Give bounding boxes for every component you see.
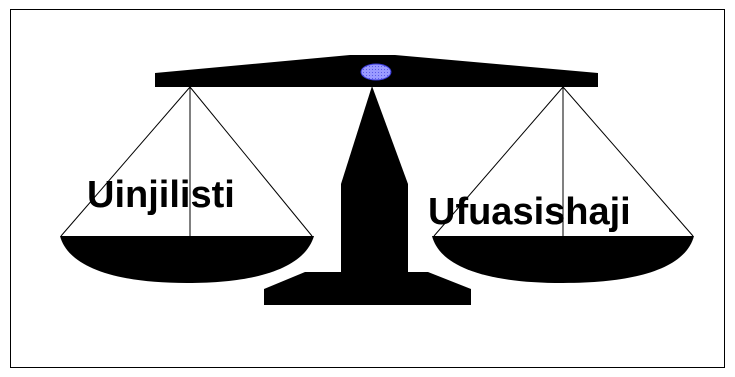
scale-base bbox=[264, 272, 471, 305]
left-pan bbox=[60, 236, 314, 283]
right-pan-label: Ufuasishaji bbox=[428, 193, 631, 231]
pivot-icon bbox=[361, 64, 391, 80]
left-pan-label: Uinjilisti bbox=[87, 176, 235, 214]
scale-column bbox=[341, 86, 408, 274]
right-pan bbox=[432, 236, 694, 283]
